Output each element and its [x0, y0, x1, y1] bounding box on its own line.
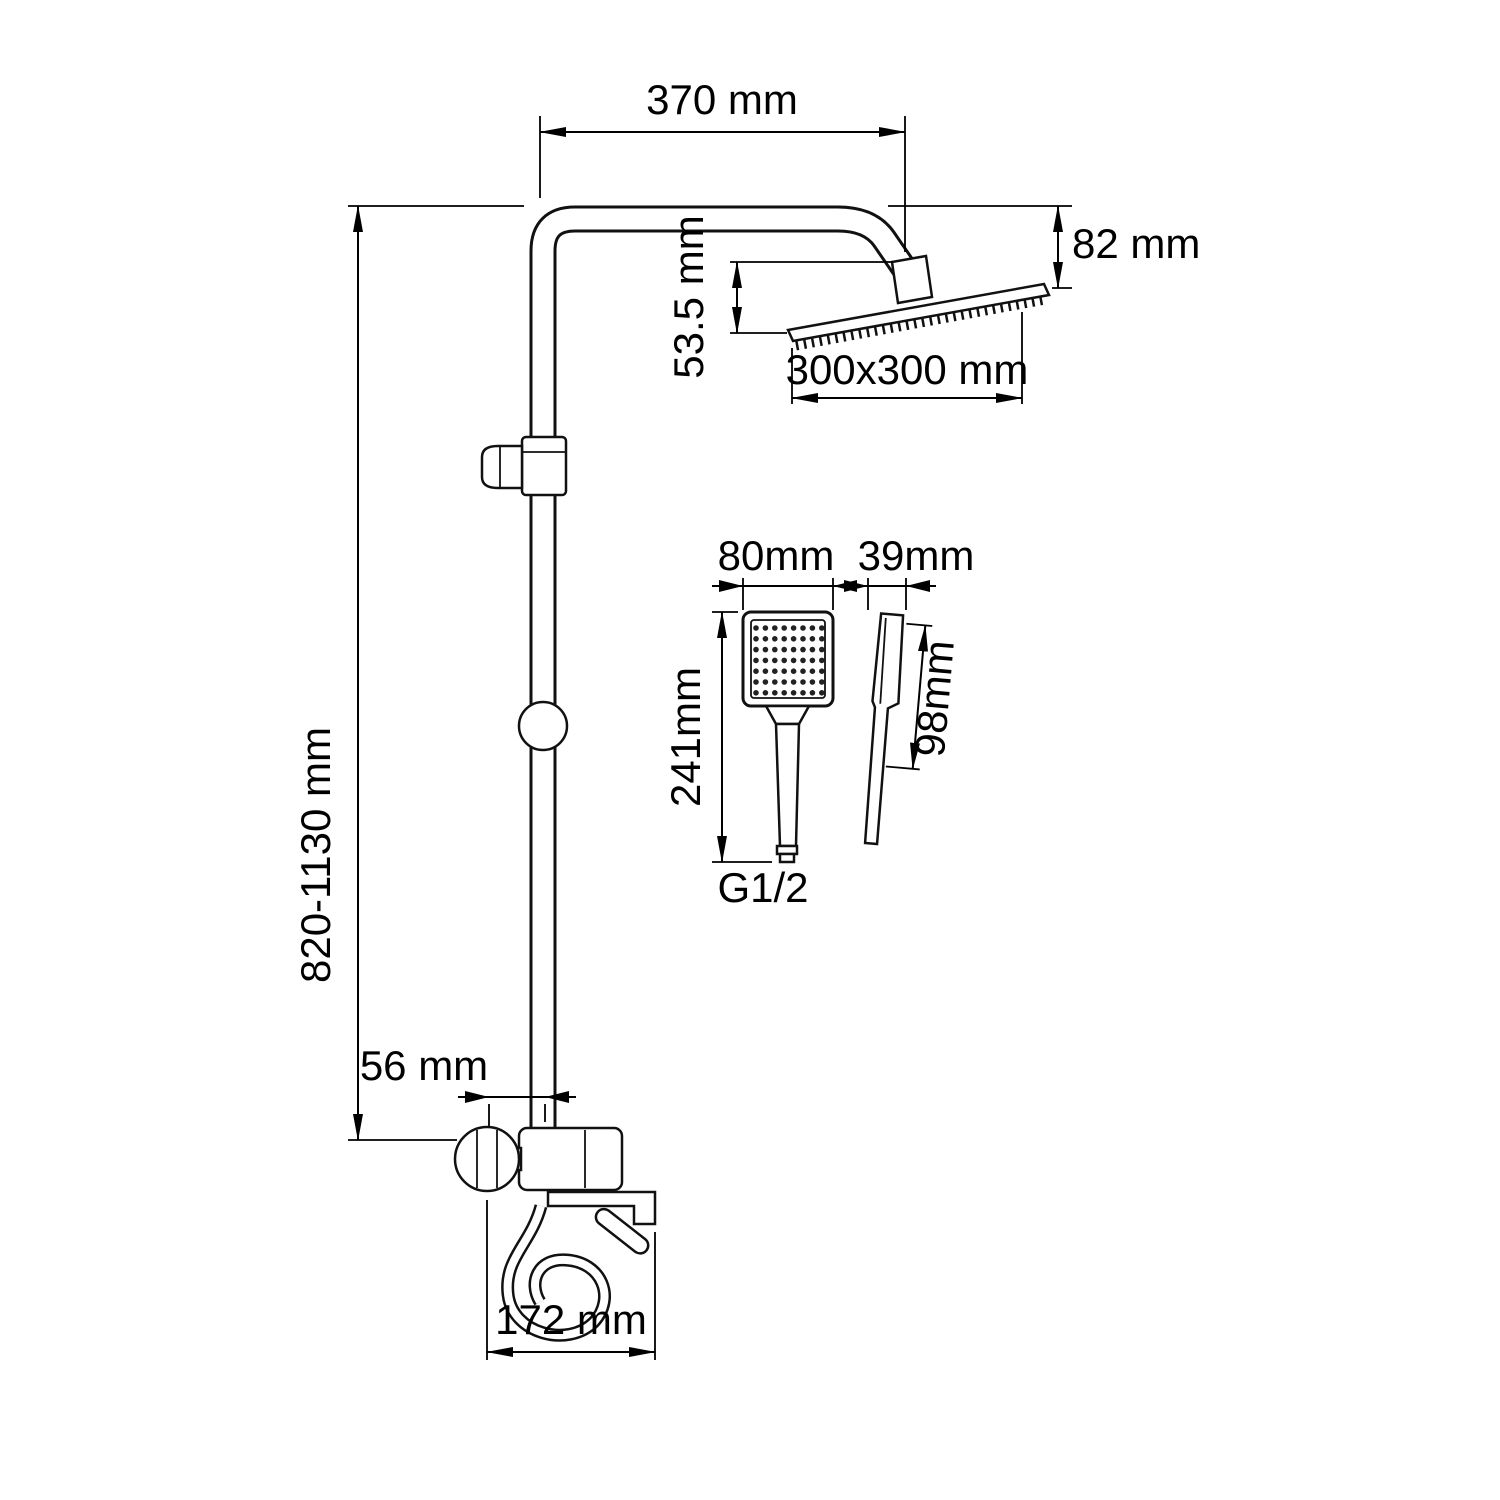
mixer-lever	[594, 1207, 650, 1255]
dim-label-spout-reach: 172 mm	[495, 1296, 647, 1343]
dim-label-head-vertical-offset: 53.5 mm	[665, 215, 712, 378]
arrow-56-left	[465, 1091, 489, 1103]
dim-label-handshower-side-width: 39mm	[858, 532, 975, 579]
tub-spout	[546, 1190, 657, 1226]
ext-98-bottom	[885, 765, 920, 771]
ext-98-top	[906, 622, 933, 627]
shower-hose-inner	[503, 1204, 609, 1340]
dim-label-connection-thread: G1/2	[717, 864, 808, 911]
diverter-knob	[517, 700, 569, 752]
shower-column-assembly	[480, 205, 1051, 1148]
dim-label-rain-head-size: 300x300 mm	[786, 346, 1029, 393]
mixer-assembly	[453, 1125, 657, 1342]
hand-shower-side-view: 98mm	[863, 612, 963, 846]
riser-pipe-inner	[532, 208, 915, 1148]
dim-label-handshower-side-length: 98mm	[906, 638, 963, 758]
hand-shower-neck	[763, 704, 812, 726]
dim-line-98	[910, 624, 928, 770]
arrow-39-right	[906, 580, 930, 592]
dim-label-top-arm-width: 370 mm	[646, 76, 798, 123]
dim-label-head-height-drop: 82 mm	[1072, 220, 1200, 267]
dim-label-handshower-head-width: 80mm	[718, 532, 835, 579]
arrow-56-right	[545, 1091, 569, 1103]
hand-shower-side-profile	[863, 612, 905, 846]
rain-shower-head	[786, 282, 1051, 343]
mixer-body	[517, 1126, 624, 1192]
slider-bracket	[480, 435, 568, 497]
arrow-39-left	[844, 580, 868, 592]
dim-label-riser-height-range: 820-1130 mm	[292, 727, 339, 983]
dim-label-mixer-offset: 56 mm	[360, 1042, 488, 1089]
dimension-annotations: 370 mm 82 mm 53.5 mm 300x300 mm 820-1130…	[292, 76, 1200, 1360]
arrow-80-left	[719, 580, 743, 592]
mixer-lever-shape	[594, 1207, 650, 1255]
rain-head-connector	[890, 254, 934, 305]
dim-label-handshower-length: 241mm	[662, 667, 709, 807]
hand-shower-handle	[774, 722, 801, 848]
hand-shower-side-face-line	[879, 617, 887, 704]
hand-shower-front-view	[741, 610, 835, 864]
rain-head-nozzles	[795, 295, 1046, 351]
slider-knob	[480, 444, 524, 490]
hand-shower-nozzle-grid	[753, 625, 825, 696]
hand-shower-face	[750, 619, 826, 699]
temperature-handle	[453, 1125, 521, 1193]
hand-shower-thread	[778, 852, 796, 864]
slider-sleeve	[520, 435, 568, 497]
